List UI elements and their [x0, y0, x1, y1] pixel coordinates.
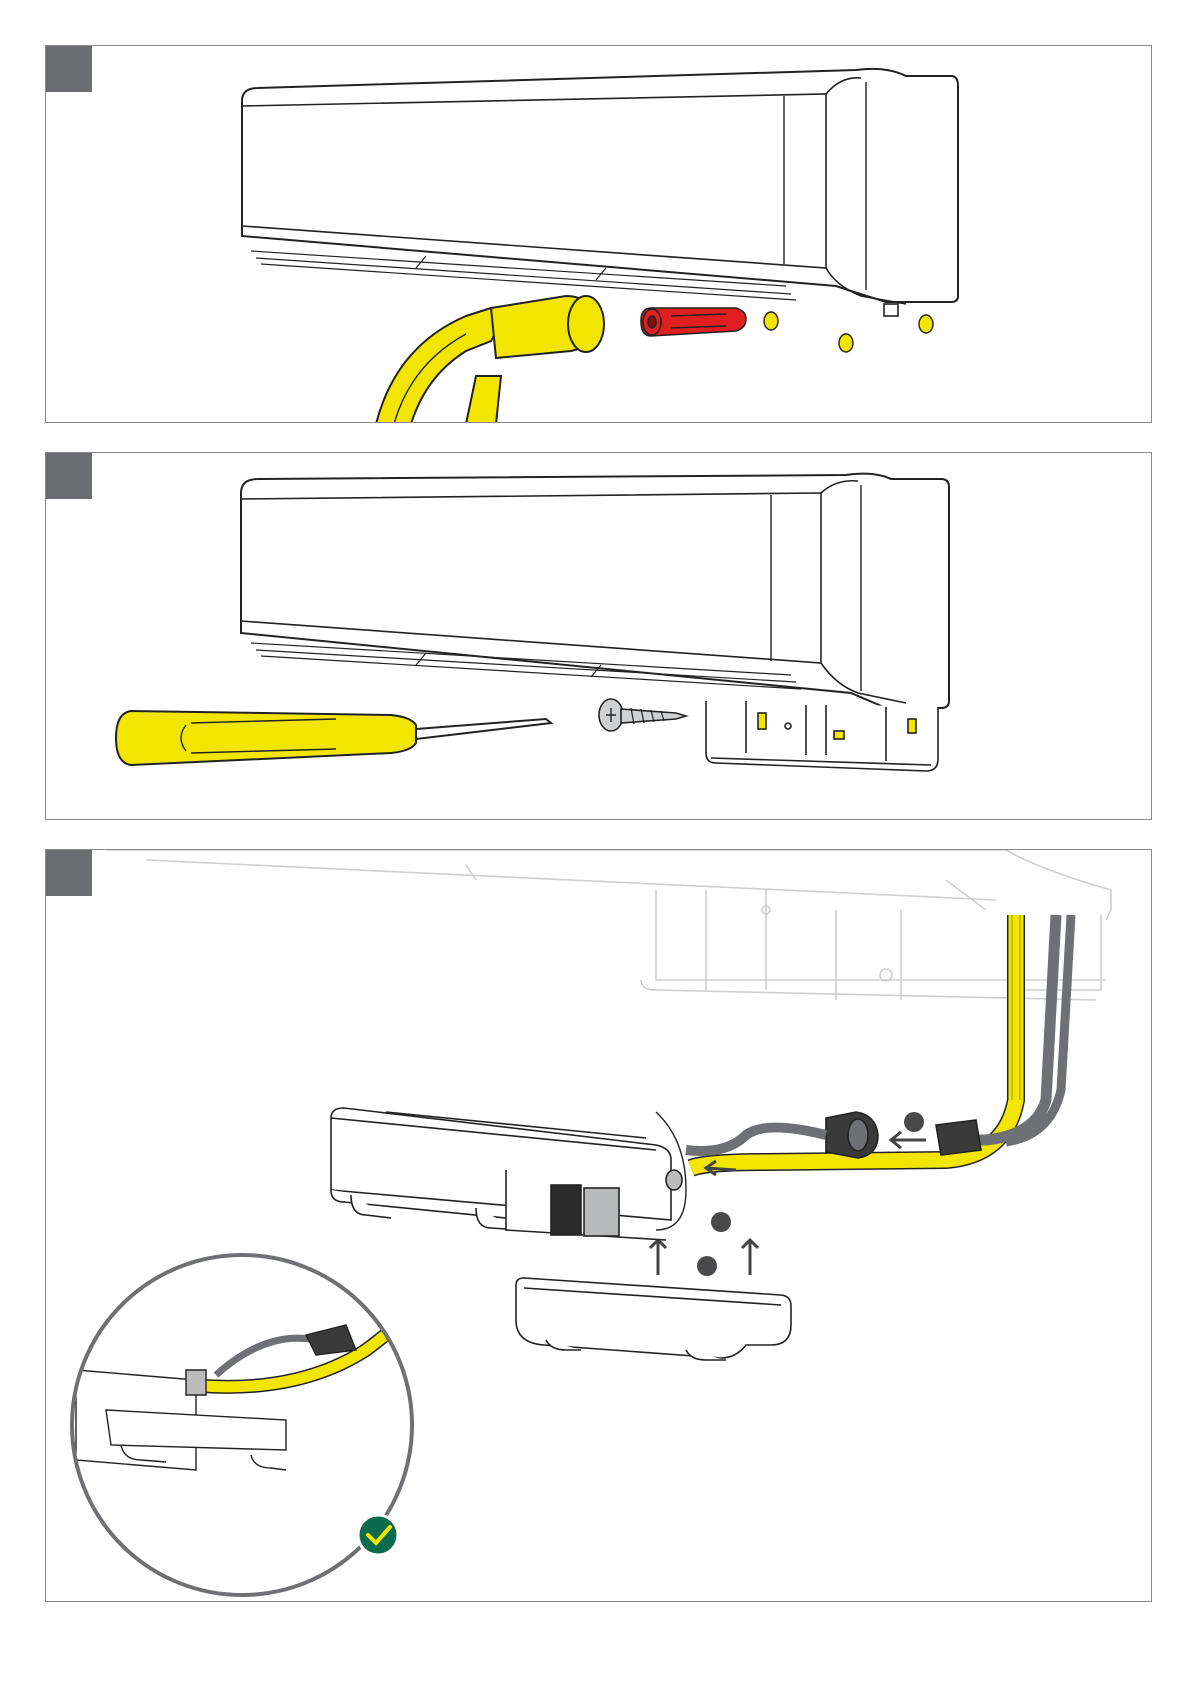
- wall-plug-icon: [641, 308, 746, 336]
- check-icon: [358, 1515, 398, 1555]
- step-3-illustration: [46, 850, 1152, 1602]
- junction-box: [331, 1108, 686, 1240]
- step-1-panel: [45, 45, 1152, 423]
- hammer-icon: [376, 296, 604, 423]
- plug-connector: [686, 1112, 981, 1158]
- step-markers: [697, 1112, 924, 1276]
- screw-icon: [599, 699, 686, 731]
- step-3-panel: [45, 849, 1152, 1602]
- step-2-illustration: [46, 453, 1152, 820]
- step-2-panel: [45, 452, 1152, 820]
- faded-ac-unit: [106, 850, 1111, 1000]
- wall-ac-unit: [242, 69, 958, 316]
- wall-ac-unit: [241, 474, 949, 708]
- mounting-bracket: [706, 701, 938, 771]
- step-1-illustration: [46, 46, 1152, 423]
- screwdriver-icon: [116, 711, 551, 765]
- box-cover: [516, 1278, 791, 1360]
- drill-holes: [764, 312, 933, 352]
